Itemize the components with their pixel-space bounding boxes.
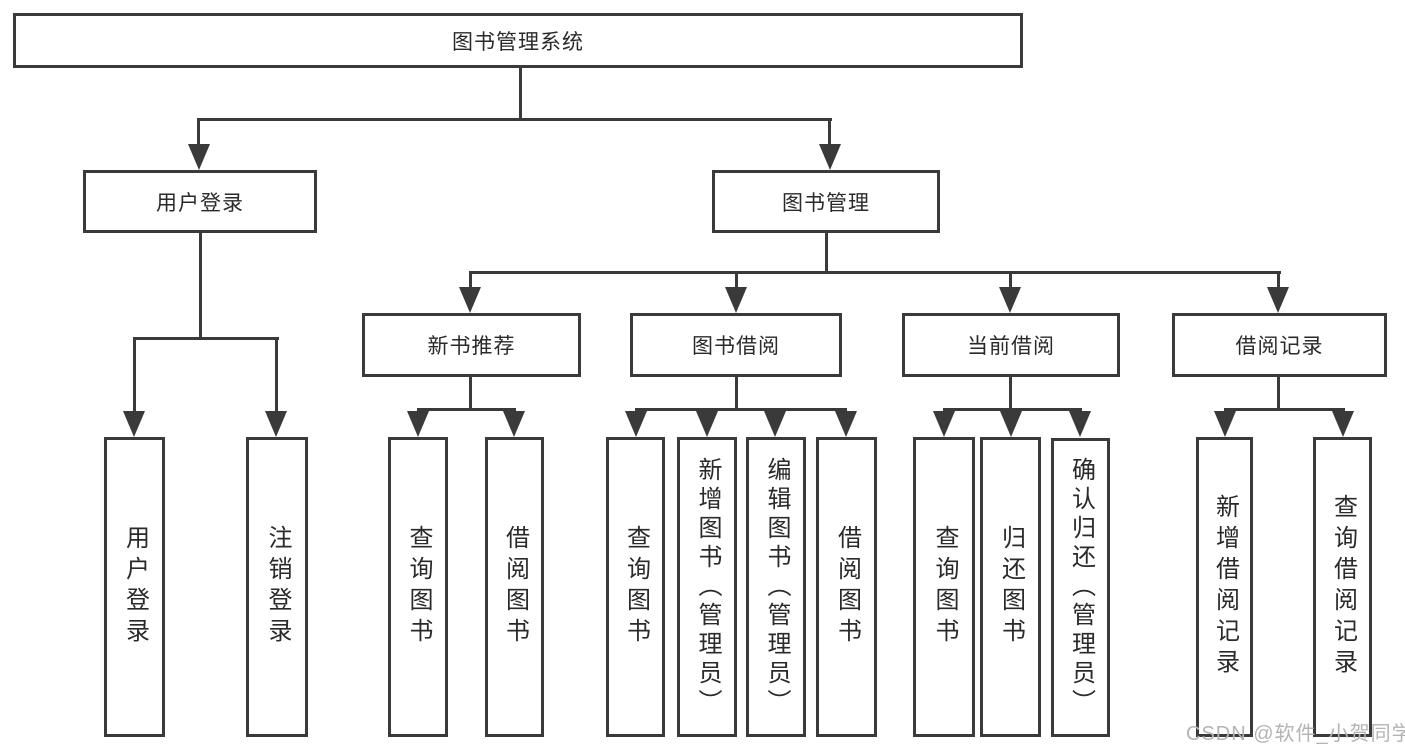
node-query-borrow-record: 查询借阅记录 <box>1313 437 1372 737</box>
connector-line <box>1277 377 1280 408</box>
connector-line <box>1009 377 1012 408</box>
arrow-down-icon <box>265 411 287 437</box>
node-edit-book-admin: 编辑图书（管理员） <box>746 437 806 737</box>
arrow-down-icon <box>625 411 647 437</box>
node-return-books: 归还图书 <box>980 437 1041 737</box>
arrow-down-icon <box>503 411 525 437</box>
leaf-label: 查询借阅记录 <box>1329 494 1357 680</box>
connector-line <box>735 271 738 289</box>
arrow-down-icon <box>835 411 857 437</box>
node-query-books-borrowing: 查询图书 <box>606 437 665 737</box>
connector-line <box>469 271 1281 274</box>
connector-line <box>635 408 847 411</box>
arrow-down-icon <box>188 144 210 170</box>
leaf-label: 编辑图书（管理员） <box>763 456 790 718</box>
leaf-label: 查询图书 <box>405 525 432 649</box>
arrow-down-icon <box>725 287 747 313</box>
leaf-label: 归还图书 <box>997 525 1025 649</box>
arrow-down-icon <box>1069 411 1091 437</box>
connector-line <box>519 68 522 118</box>
connector-line <box>469 377 472 408</box>
arrow-down-icon <box>1332 411 1354 437</box>
connector-line <box>1009 271 1012 289</box>
leaf-label: 注销登录 <box>264 525 291 649</box>
connector-line <box>469 271 472 289</box>
connector-line <box>133 337 279 340</box>
connector-line <box>133 337 136 413</box>
node-borrowing-records: 借阅记录 <box>1172 313 1387 377</box>
node-logout: 注销登录 <box>246 437 308 737</box>
node-add-borrow-record: 新增借阅记录 <box>1196 437 1253 737</box>
node-user-login: 用户登录 <box>83 170 317 233</box>
arrow-down-icon <box>1267 287 1289 313</box>
leaf-label: 借阅图书 <box>833 525 861 649</box>
arrow-down-icon <box>1214 411 1236 437</box>
node-borrow-books-borrowing: 借阅图书 <box>816 437 877 737</box>
leaf-label: 查询图书 <box>622 525 650 649</box>
connector-line <box>197 118 832 121</box>
arrow-down-icon <box>933 411 955 437</box>
arrow-down-icon <box>407 411 429 437</box>
arrow-down-icon <box>459 287 481 313</box>
node-current-borrowing: 当前借阅 <box>902 313 1120 377</box>
connector-line <box>825 233 828 271</box>
connector-line <box>199 233 202 337</box>
node-query-books-recommend: 查询图书 <box>388 437 448 737</box>
connector-line <box>417 408 516 411</box>
leaf-label: 确认归还（管理员） <box>1067 457 1095 718</box>
connector-line <box>197 118 200 146</box>
leaf-label: 查询图书 <box>931 525 958 649</box>
connector-line <box>275 337 278 413</box>
arrow-down-icon <box>999 287 1021 313</box>
node-book-management: 图书管理 <box>712 170 940 233</box>
connector-line <box>1224 408 1345 411</box>
node-query-books-current: 查询图书 <box>913 437 975 737</box>
leaf-label: 新增图书（管理员） <box>694 456 721 718</box>
node-book-borrowing: 图书借阅 <box>630 313 842 377</box>
connector-line <box>943 408 1082 411</box>
node-library-system: 图书管理系统 <box>13 13 1023 68</box>
leaf-label: 用户登录 <box>121 525 149 649</box>
leaf-label: 新增借阅记录 <box>1211 494 1239 680</box>
connector-line <box>735 377 738 408</box>
node-confirm-return-admin: 确认归还（管理员） <box>1051 438 1110 737</box>
node-user-login-leaf: 用户登录 <box>104 437 165 737</box>
arrow-down-icon <box>123 411 145 437</box>
arrow-down-icon <box>819 144 841 170</box>
connector-line <box>1277 271 1280 289</box>
arrow-down-icon <box>1000 411 1022 437</box>
leaf-label: 借阅图书 <box>501 525 529 649</box>
connector-line <box>828 118 831 146</box>
node-borrow-books-recommend: 借阅图书 <box>485 437 544 737</box>
csdn-watermark: CSDN @软件_小贺同学 <box>1186 723 1405 745</box>
arrow-down-icon <box>764 411 786 437</box>
node-add-book-admin: 新增图书（管理员） <box>677 437 737 737</box>
node-new-book-recommend: 新书推荐 <box>362 313 581 377</box>
arrow-down-icon <box>696 411 718 437</box>
